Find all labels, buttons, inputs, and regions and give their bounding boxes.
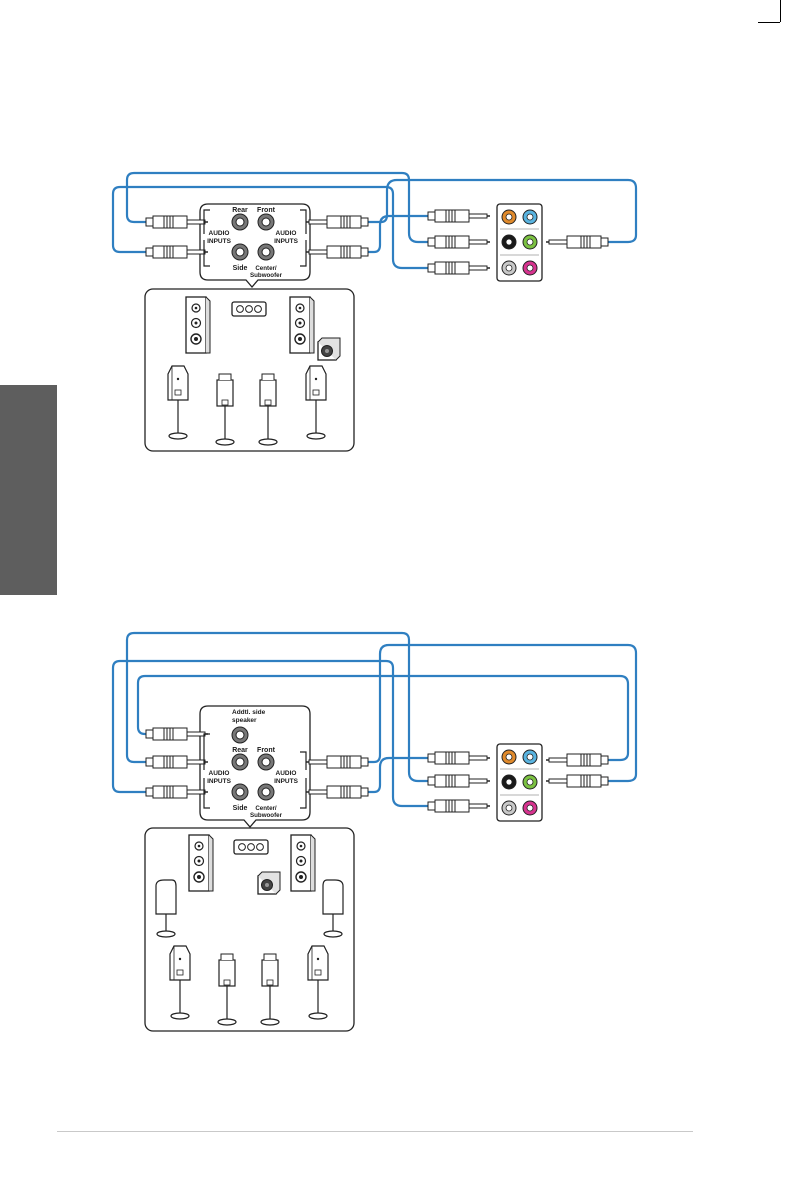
label-rear: Rear bbox=[232, 747, 248, 754]
label-side: Side bbox=[233, 805, 248, 812]
speaker-diagram-8ch: Rear Front AUDIO INPUTS AUDIO INPUTS Sid… bbox=[0, 0, 794, 460]
label-audio-inputs-left-2: INPUTS bbox=[207, 238, 232, 245]
label-audio-inputs-left-1: AUDIO bbox=[209, 770, 230, 777]
rear-audio-port-panel bbox=[497, 204, 542, 281]
label-subwoofer: Subwoofer bbox=[250, 272, 283, 279]
rear-audio-port-panel bbox=[497, 744, 542, 821]
label-center: Center/ bbox=[255, 805, 277, 812]
label-addtl-side: Addtl. side bbox=[232, 709, 266, 716]
label-audio-inputs-right-2: INPUTS bbox=[274, 238, 299, 245]
label-audio-inputs-right-1: AUDIO bbox=[276, 770, 297, 777]
label-center: Center/ bbox=[255, 265, 277, 272]
label-rear: Rear bbox=[232, 207, 248, 214]
speaker-diagram-8ch-svg: Rear Front AUDIO INPUTS AUDIO INPUTS Sid… bbox=[0, 0, 794, 460]
label-side: Side bbox=[233, 265, 248, 272]
speaker-box bbox=[145, 828, 354, 1031]
label-subwoofer: Subwoofer bbox=[250, 812, 283, 819]
label-audio-inputs-right-1: AUDIO bbox=[276, 230, 297, 237]
label-front: Front bbox=[257, 747, 276, 754]
speaker-diagram-10ch-svg: Addtl. side speaker Rear Front AUDIO INP… bbox=[0, 620, 794, 1040]
label-audio-inputs-left-2: INPUTS bbox=[207, 778, 232, 785]
footer-rule bbox=[57, 1131, 693, 1132]
label-front: Front bbox=[257, 207, 276, 214]
label-speaker: speaker bbox=[232, 717, 257, 724]
label-audio-inputs-right-2: INPUTS bbox=[274, 778, 299, 785]
label-audio-inputs-left-1: AUDIO bbox=[209, 230, 230, 237]
speaker-diagram-10ch: Addtl. side speaker Rear Front AUDIO INP… bbox=[0, 620, 794, 1040]
